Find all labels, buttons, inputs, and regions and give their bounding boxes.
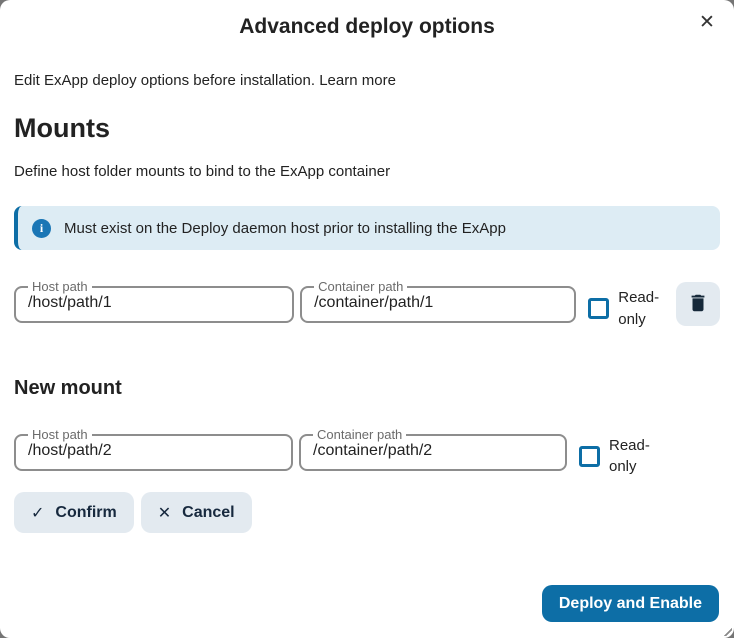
trash-icon <box>687 292 709 317</box>
cancel-button[interactable]: ✕ Cancel <box>140 492 252 533</box>
deploy-and-enable-button[interactable]: Deploy and Enable <box>541 585 719 622</box>
delete-mount-button[interactable] <box>676 282 720 326</box>
cancel-icon: ✕ <box>157 504 172 522</box>
check-icon: ✓ <box>31 504 45 522</box>
container-path-field-2: Container path <box>299 426 567 471</box>
readonly-label-1[interactable]: Read-only <box>618 289 660 328</box>
host-path-input-2[interactable] <box>26 441 283 464</box>
container-path-field-1: Container path <box>300 279 577 323</box>
container-path-input-2[interactable] <box>311 441 557 464</box>
readonly-cluster-1: Read-only <box>588 287 670 331</box>
cancel-button-label: Cancel <box>182 503 235 521</box>
container-path-label-1: Container path <box>318 279 404 294</box>
intro-text: Edit ExApp deploy options before install… <box>14 72 720 89</box>
info-note-card: i Must exist on the Deploy daemon host p… <box>14 206 720 250</box>
dialog-header: Advanced deploy options ✕ <box>14 0 720 51</box>
readonly-checkbox-1[interactable] <box>588 298 610 320</box>
info-icon: i <box>32 218 51 238</box>
learn-more-link[interactable]: Learn more <box>319 72 396 89</box>
container-path-label-2: Container path <box>317 426 403 442</box>
host-path-input-1[interactable] <box>26 294 285 316</box>
confirm-button[interactable]: ✓ Confirm <box>14 492 134 533</box>
close-icon: ✕ <box>699 12 715 33</box>
container-path-input-1[interactable] <box>312 294 567 316</box>
resize-grip-icon[interactable] <box>721 625 732 636</box>
new-mount-actions: ✓ Confirm ✕ Cancel <box>14 492 720 533</box>
info-note-text: Must exist on the Deploy daemon host pri… <box>64 219 506 237</box>
host-path-field-2: Host path <box>14 426 293 471</box>
confirm-button-label: Confirm <box>55 503 117 521</box>
mount-row-existing: Host path Container path Read-only <box>14 280 720 331</box>
intro-description: Edit ExApp deploy options before install… <box>14 72 316 89</box>
host-path-label-2: Host path <box>32 426 88 442</box>
readonly-label-2[interactable]: Read-only <box>609 436 650 476</box>
mount-row-new: Host path Container path Read-only <box>14 426 720 479</box>
new-mount-heading: New mount <box>14 376 122 399</box>
readonly-cluster-2: Read-only <box>579 435 661 479</box>
host-path-field-1: Host path <box>14 279 295 323</box>
host-path-label-1: Host path <box>32 279 88 294</box>
dialog-title: Advanced deploy options <box>239 15 495 38</box>
readonly-checkbox-2[interactable] <box>579 445 600 467</box>
close-button[interactable]: ✕ <box>690 6 724 40</box>
deploy-and-enable-label: Deploy and Enable <box>558 594 702 612</box>
mounts-description: Define host folder mounts to bind to the… <box>14 163 391 180</box>
mounts-heading: Mounts <box>14 113 110 143</box>
